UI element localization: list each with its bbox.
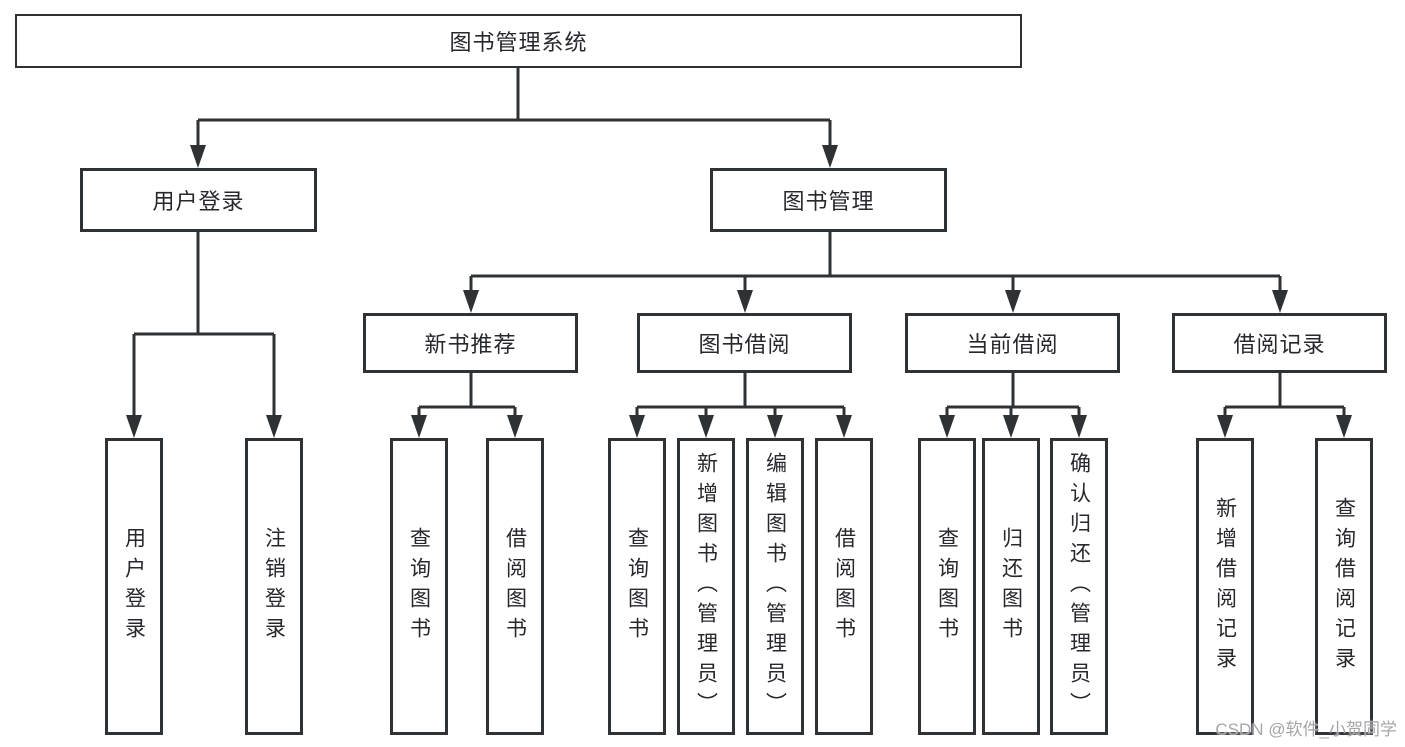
leaf-return-books: 归还图书 <box>982 438 1040 735</box>
arrowhead <box>1336 415 1352 438</box>
leaf-query-books-3: 查询图书 <box>918 438 976 735</box>
node-new-book-recommend: 新书推荐 <box>363 313 578 373</box>
connector-book-borrow-to-leaves <box>635 373 846 416</box>
csdn-watermark: CSDN @软件_小贺同学 <box>1215 720 1397 739</box>
node-label: 编辑图书（管理员） <box>763 451 787 722</box>
arrowhead <box>507 415 523 438</box>
node-label: 借阅图书 <box>503 526 527 647</box>
arrowhead <box>266 415 282 438</box>
arrowhead <box>463 290 479 313</box>
arrowhead <box>1005 290 1021 313</box>
node-label: 图书借阅 <box>698 332 791 357</box>
leaf-edit-books-admin: 编辑图书（管理员） <box>746 438 804 735</box>
arrowhead <box>939 415 955 438</box>
node-book-borrow: 图书借阅 <box>637 313 852 373</box>
leaf-logout: 注销登录 <box>245 438 303 735</box>
node-book-management: 图书管理 <box>710 168 947 232</box>
node-label: 当前借阅 <box>966 332 1059 357</box>
node-label: 查询图书 <box>935 526 959 647</box>
node-library-management-system: 图书管理系统 <box>15 14 1022 68</box>
leaf-query-books-2: 查询图书 <box>608 438 666 735</box>
arrowhead <box>126 415 142 438</box>
node-label: 确认归还（管理员） <box>1067 451 1091 722</box>
node-label: 查询借阅记录 <box>1332 496 1356 677</box>
arrowhead <box>767 415 783 438</box>
arrowhead <box>1071 415 1087 438</box>
arrowhead <box>1003 415 1019 438</box>
node-label: 借阅图书 <box>832 526 856 647</box>
arrowhead <box>1272 290 1288 313</box>
node-label: 图书管理系统 <box>449 30 588 55</box>
arrowhead <box>822 145 838 168</box>
connector-book-management-to-level3 <box>469 232 1282 292</box>
arrowhead <box>629 415 645 438</box>
node-borrow-records: 借阅记录 <box>1172 313 1387 373</box>
node-label: 查询图书 <box>625 526 649 647</box>
arrowhead <box>737 290 753 313</box>
node-label: 用户登录 <box>122 526 146 647</box>
node-label: 查询图书 <box>407 526 431 647</box>
node-user-login: 用户登录 <box>80 168 317 232</box>
arrowhead <box>411 415 427 438</box>
arrowhead <box>190 145 206 168</box>
leaf-user-login: 用户登录 <box>105 438 163 735</box>
node-label: 新书推荐 <box>424 332 517 357</box>
leaf-query-books-1: 查询图书 <box>390 438 448 735</box>
leaf-add-borrow-record: 新增借阅记录 <box>1196 438 1254 735</box>
node-label: 注销登录 <box>262 526 286 647</box>
leaf-borrow-books-1: 借阅图书 <box>486 438 544 735</box>
node-label: 图书管理 <box>782 189 875 214</box>
leaf-add-books-admin: 新增图书（管理员） <box>677 438 735 735</box>
node-label: 新增借阅记录 <box>1213 496 1237 677</box>
connector-new-book-recommend-to-leaves <box>417 373 517 416</box>
arrowhead <box>1217 415 1233 438</box>
node-label: 新增图书（管理员） <box>694 451 718 722</box>
leaf-borrow-books-2: 借阅图书 <box>815 438 873 735</box>
arrowhead <box>836 415 852 438</box>
node-current-borrow: 当前借阅 <box>905 313 1120 373</box>
connector-borrow-records-to-leaves <box>1223 373 1346 416</box>
leaf-confirm-return-admin: 确认归还（管理员） <box>1050 438 1108 735</box>
node-label: 借阅记录 <box>1233 332 1326 357</box>
connector-root-to-level2 <box>196 68 832 148</box>
node-label: 用户登录 <box>152 189 245 214</box>
connector-user-login-to-leaves <box>132 232 276 416</box>
connector-current-borrow-to-leaves <box>945 373 1081 416</box>
node-label: 归还图书 <box>999 526 1023 647</box>
leaf-query-borrow-record: 查询借阅记录 <box>1315 438 1373 735</box>
arrowhead <box>698 415 714 438</box>
